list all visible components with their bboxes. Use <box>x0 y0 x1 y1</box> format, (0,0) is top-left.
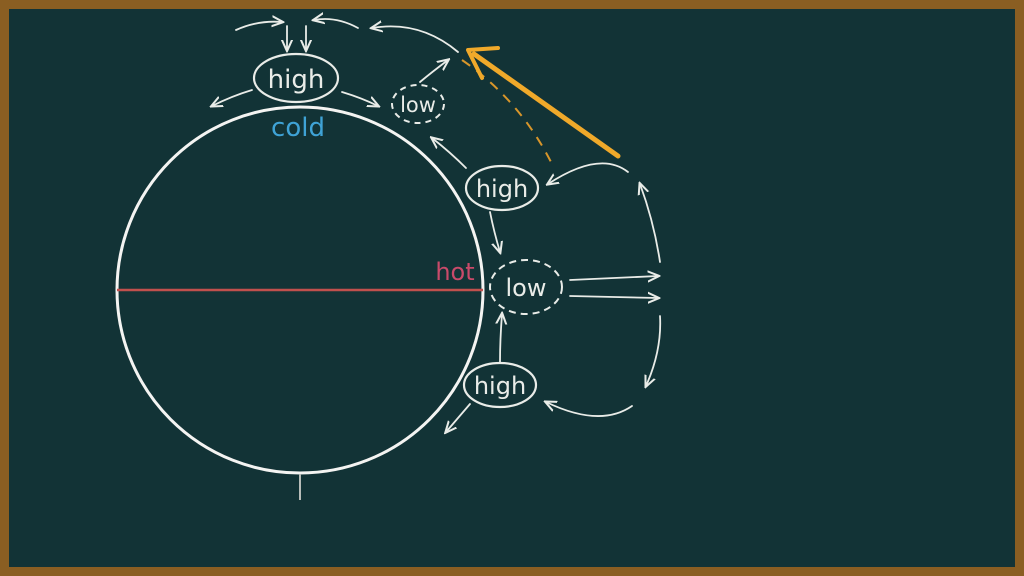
pole-high-out-left <box>212 89 253 106</box>
board-surface <box>9 9 1015 567</box>
pole-high-oval <box>252 52 340 104</box>
highlight-arrow <box>461 46 621 165</box>
pressure-cell-pole-low: low <box>391 84 445 124</box>
top-arrow-right <box>314 19 359 29</box>
pressure-cell-south-high: high <box>462 361 538 409</box>
pole-high-label: high <box>268 65 325 95</box>
loop-upper-rise <box>640 184 661 263</box>
mid-high-label: high <box>476 175 528 203</box>
loop-lower-return <box>546 402 633 417</box>
loop-lower-descend <box>646 315 662 386</box>
pressure-cell-pole-high: high <box>252 52 340 104</box>
pole-high-out-right <box>341 91 378 106</box>
equator-out-upper <box>569 276 658 280</box>
mid-high-oval <box>464 164 540 212</box>
highlight-arrow-head <box>466 46 500 80</box>
equator-low-oval <box>489 259 563 315</box>
pole-low-rise <box>419 60 448 83</box>
equator-out-lower <box>569 296 658 298</box>
pressure-cell-mid-high: high <box>464 164 540 212</box>
south-high-label: high <box>474 372 526 400</box>
cold-label: cold <box>271 113 325 143</box>
south-high-oval <box>462 361 538 409</box>
top-return-arrow <box>372 26 459 53</box>
mid-high-to-low <box>432 138 467 169</box>
equator-low-label: low <box>506 274 547 302</box>
pole-low-label: low <box>400 93 436 117</box>
earth-globe <box>115 105 485 500</box>
south-high-out <box>446 403 471 432</box>
circulation-arrows <box>212 19 662 432</box>
loop-upper-return <box>548 162 629 184</box>
mid-high-down <box>489 211 500 252</box>
south-high-up <box>500 314 502 363</box>
pole-low-oval <box>391 84 445 124</box>
top-arrow-left <box>235 22 282 31</box>
hot-label: hot <box>435 258 474 286</box>
pressure-cell-equator-low: low <box>489 259 563 315</box>
highlight-arrow-shaft <box>471 51 621 159</box>
